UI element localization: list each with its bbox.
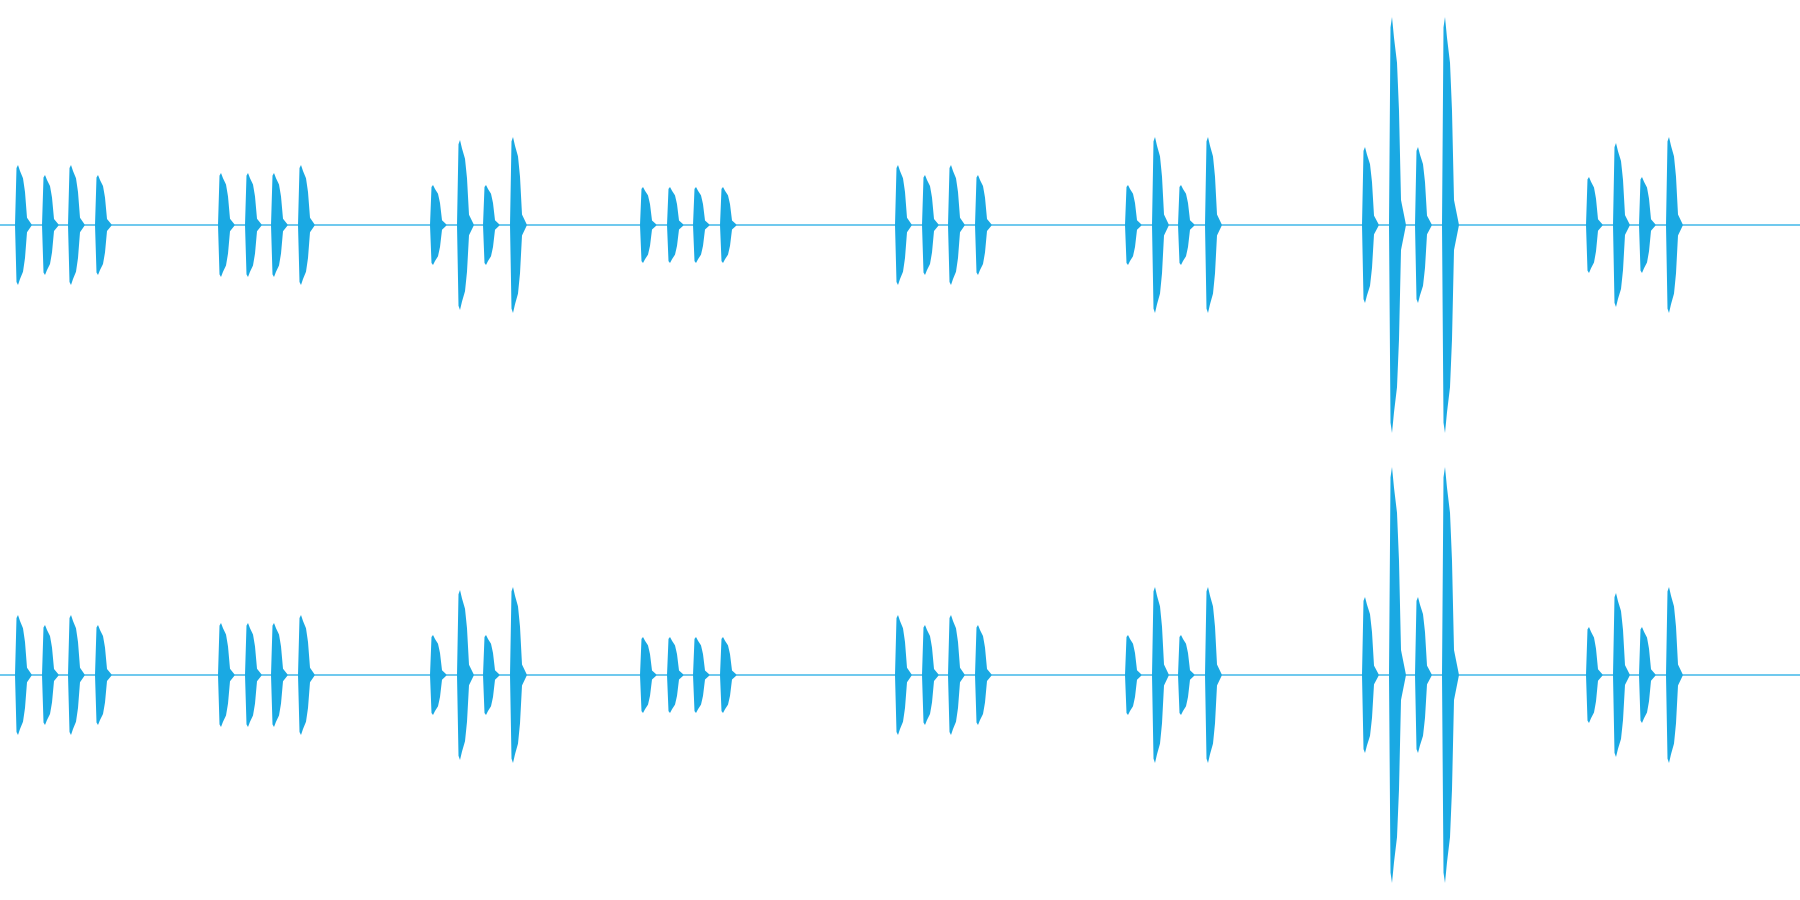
- ch2-burst-1-pulse-1: [15, 615, 32, 735]
- ch2-burst-5-pulse-2: [922, 625, 939, 725]
- ch1-burst-3-pulse-2: [457, 140, 474, 310]
- ch2-burst-8-pulse-1: [1586, 627, 1603, 723]
- ch1-burst-6-pulse-4: [1205, 137, 1222, 313]
- ch1-burst-8-pulse-4: [1666, 137, 1683, 313]
- ch1-burst-4-pulse-1: [640, 187, 657, 263]
- ch2-burst-4-pulse-3: [693, 637, 710, 713]
- ch2-burst-6-pulse-2: [1152, 587, 1169, 763]
- ch2-burst-8-pulse-2: [1613, 593, 1630, 757]
- ch2-burst-7-pulse-4: [1442, 467, 1459, 883]
- ch1-burst-4-pulse-2: [667, 187, 684, 263]
- ch2-burst-5-pulse-1: [895, 615, 912, 735]
- ch2-burst-3-pulse-3: [483, 635, 500, 715]
- ch2-burst-6-pulse-3: [1178, 635, 1195, 715]
- ch2-burst-2-pulse-1: [218, 623, 235, 727]
- ch1-burst-6-pulse-3: [1178, 185, 1195, 265]
- ch2-burst-6-pulse-4: [1205, 587, 1222, 763]
- ch1-burst-1-pulse-2: [42, 175, 59, 275]
- ch2-burst-4-pulse-1: [640, 637, 657, 713]
- ch1-burst-7-pulse-1: [1362, 147, 1379, 303]
- ch1-burst-6-pulse-2: [1152, 137, 1169, 313]
- ch2-burst-5-pulse-3: [948, 615, 965, 735]
- ch1-burst-2-pulse-1: [218, 173, 235, 277]
- ch2-burst-3-pulse-1: [430, 635, 447, 715]
- ch2-burst-1-pulse-3: [68, 615, 85, 735]
- ch1-burst-5-pulse-4: [975, 175, 992, 275]
- ch2-burst-8-pulse-3: [1639, 627, 1656, 723]
- ch2-burst-1-pulse-2: [42, 625, 59, 725]
- ch2-burst-7-pulse-1: [1362, 597, 1379, 753]
- ch1-burst-1-pulse-3: [68, 165, 85, 285]
- ch1-burst-2-pulse-4: [298, 165, 315, 285]
- ch1-burst-3-pulse-1: [430, 185, 447, 265]
- ch2-burst-6-pulse-1: [1125, 635, 1142, 715]
- ch2-burst-2-pulse-3: [271, 623, 288, 727]
- ch1-burst-2-pulse-2: [245, 173, 262, 277]
- ch1-burst-4-pulse-4: [720, 187, 737, 263]
- ch2-burst-5-pulse-4: [975, 625, 992, 725]
- ch2-burst-8-pulse-4: [1666, 587, 1683, 763]
- ch2-burst-2-pulse-4: [298, 615, 315, 735]
- ch2-burst-4-pulse-4: [720, 637, 737, 713]
- ch2-burst-3-pulse-2: [457, 590, 474, 760]
- ch1-burst-5-pulse-1: [895, 165, 912, 285]
- ch2-burst-4-pulse-2: [667, 637, 684, 713]
- ch1-burst-5-pulse-3: [948, 165, 965, 285]
- ch1-burst-8-pulse-3: [1639, 177, 1656, 273]
- ch1-burst-7-pulse-4: [1442, 17, 1459, 433]
- ch1-burst-8-pulse-2: [1613, 143, 1630, 307]
- ch2-burst-2-pulse-2: [245, 623, 262, 727]
- ch2-burst-7-pulse-2: [1389, 467, 1406, 883]
- ch2-burst-3-pulse-4: [510, 587, 527, 763]
- ch1-burst-6-pulse-1: [1125, 185, 1142, 265]
- ch1-burst-3-pulse-4: [510, 137, 527, 313]
- ch1-burst-3-pulse-3: [483, 185, 500, 265]
- ch1-burst-8-pulse-1: [1586, 177, 1603, 273]
- ch1-burst-5-pulse-2: [922, 175, 939, 275]
- ch1-burst-1-pulse-4: [95, 175, 112, 275]
- ch1-burst-2-pulse-3: [271, 173, 288, 277]
- ch2-burst-7-pulse-3: [1415, 597, 1432, 753]
- ch1-burst-1-pulse-1: [15, 165, 32, 285]
- ch1-burst-7-pulse-2: [1389, 17, 1406, 433]
- ch2-burst-1-pulse-4: [95, 625, 112, 725]
- ch1-burst-4-pulse-3: [693, 187, 710, 263]
- ch1-burst-7-pulse-3: [1415, 147, 1432, 303]
